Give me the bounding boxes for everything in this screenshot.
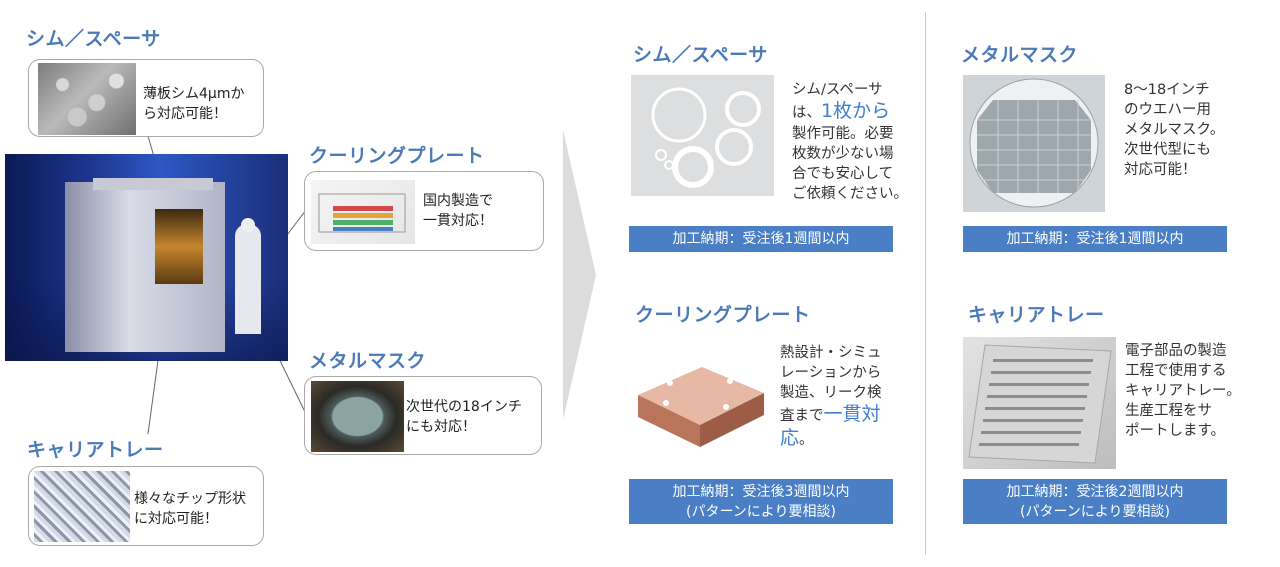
shim-callout-line-1: 薄板シム4μmか — [143, 86, 245, 102]
shim-title: シム／スペーサ — [633, 44, 768, 66]
cooling-thumbnail — [311, 180, 415, 244]
cooling-desc-line-3: 製造、リーク検 — [780, 385, 882, 401]
technician — [235, 224, 261, 334]
shim-desc-line-3: 製作可能。必要 — [792, 126, 894, 142]
shim-desc-line-1: シム/スペーサ — [792, 82, 883, 98]
mask-title: メタルマスク — [961, 44, 1079, 66]
mask-callout-line-2: にも対応！ — [406, 419, 476, 435]
mask-desc-line-5: 対応可能！ — [1124, 162, 1197, 178]
cooling-callout-text: 国内製造で 一貫対応！ — [423, 191, 493, 231]
left-cooling-title: クーリングプレート — [309, 145, 485, 167]
carrier-desc-line-4: 生産工程をサ — [1125, 403, 1212, 419]
cooling-desc-line-5: 応。 — [780, 427, 882, 451]
mask-callout-text: 次世代の18インチ にも対応！ — [406, 397, 522, 437]
mask-lead-time-badge: 加工納期：受注後1週間以内 — [963, 226, 1227, 252]
carrier-callout-text: 様々なチップ形状 に対応可能！ — [134, 489, 246, 529]
mask-desc-line-4: 次世代型にも — [1124, 142, 1211, 158]
shim-desc-line-2: は、1枚から — [792, 100, 908, 124]
cooling-desc-prefix: 査まで — [780, 408, 824, 424]
cooling-desc-line-2: レーションから — [780, 365, 882, 381]
cooling-callout-line-1: 国内製造で — [423, 193, 493, 209]
section-divider — [925, 12, 926, 555]
shim-thumbnail — [38, 63, 136, 135]
cooling-desc-highlight: 一貫対 — [823, 403, 881, 425]
cooling-desc-line-1: 熱設計・シミュ — [780, 345, 882, 361]
equipment-photo — [5, 154, 288, 361]
left-carrier-title: キャリアトレー — [27, 439, 164, 461]
cooling-desc-suffix: 。 — [799, 432, 814, 448]
shim-desc-line-6: ご依頼ください。 — [792, 186, 908, 202]
mask-lead-time-text: 加工納期：受注後1週間以内 — [1006, 231, 1184, 247]
shim-callout-line-2: ら対応可能！ — [143, 106, 227, 122]
mask-desc-line-1: 8～18インチ — [1124, 82, 1210, 98]
cooling-photo — [630, 345, 770, 455]
cooling-callout-line-2: 一貫対応！ — [423, 213, 493, 229]
carrier-desc-line-1: 電子部品の製造 — [1125, 343, 1227, 359]
cooling-description: 熱設計・シミュ レーションから 製造、リーク検 査まで一貫対 応。 — [780, 343, 882, 451]
shim-lead-time-text: 加工納期：受注後1週間以内 — [672, 231, 850, 247]
mask-callout-line-1: 次世代の18インチ — [406, 399, 522, 415]
cooling-callout: 国内製造で 一貫対応！ — [304, 171, 544, 251]
shim-callout-text: 薄板シム4μmか ら対応可能！ — [143, 84, 244, 124]
carrier-thumbnail — [34, 471, 130, 542]
cooling-desc-highlight-2: 応 — [780, 427, 800, 449]
carrier-callout: 様々なチップ形状 に対応可能！ — [28, 466, 264, 546]
mask-callout: 次世代の18インチ にも対応！ — [304, 376, 542, 455]
mask-desc-line-2: のウエハー用 — [1124, 102, 1211, 118]
mask-description: 8～18インチ のウエハー用 メタルマスク。 次世代型にも 対応可能！ — [1124, 80, 1224, 180]
carrier-description: 電子部品の製造 工程で使用する キャリアトレー。 生産工程をサ ポートします。 — [1125, 341, 1241, 441]
carrier-lead-time-text: 加工納期：受注後2週間以内 — [1006, 483, 1184, 500]
carrier-desc-line-2: 工程で使用する — [1125, 363, 1227, 379]
cooling-lead-time-badge: 加工納期：受注後3週間以内 (パターンにより要相談) — [629, 479, 893, 524]
machine-window — [155, 209, 203, 284]
shim-desc-highlight: 1枚から — [821, 100, 891, 122]
shim-lead-time-badge: 加工納期：受注後1週間以内 — [629, 226, 893, 252]
machine-top — [93, 178, 213, 190]
carrier-lead-time-note: (パターンにより要相談) — [1020, 503, 1170, 520]
carrier-desc-line-5: ポートします。 — [1125, 423, 1226, 439]
shim-photo — [631, 75, 774, 196]
left-mask-title: メタルマスク — [309, 350, 427, 372]
carrier-lead-time-badge: 加工納期：受注後2週間以内 (パターンにより要相談) — [963, 479, 1227, 524]
cooling-lead-time-note: (パターンにより要相談) — [686, 503, 836, 520]
carrier-desc-line-3: キャリアトレー。 — [1125, 383, 1241, 399]
carrier-title: キャリアトレー — [968, 304, 1105, 326]
carrier-photo — [963, 337, 1116, 469]
carrier-callout-line-1: 様々なチップ形状 — [134, 491, 246, 507]
shim-description: シム/スペーサ は、1枚から 製作可能。必要 枚数が少ない場 合でも安心して ご… — [792, 80, 908, 204]
cooling-desc-line-4: 査まで一貫対 — [780, 403, 882, 427]
cooling-title: クーリングプレート — [635, 304, 811, 326]
mask-thumbnail — [311, 381, 404, 452]
technician-head — [241, 218, 255, 232]
shim-desc-line-4: 枚数が少ない場 — [792, 146, 894, 162]
mask-photo — [963, 75, 1105, 212]
shim-desc-prefix: は、 — [792, 105, 821, 121]
left-shim-title: シム／スペーサ — [26, 28, 161, 50]
mask-desc-line-3: メタルマスク。 — [1124, 122, 1225, 138]
cooling-lead-time-text: 加工納期：受注後3週間以内 — [672, 483, 850, 500]
carrier-callout-line-2: に対応可能！ — [134, 511, 218, 527]
shim-callout: 薄板シム4μmか ら対応可能！ — [28, 59, 264, 137]
shim-desc-line-5: 合でも安心して — [792, 166, 894, 182]
